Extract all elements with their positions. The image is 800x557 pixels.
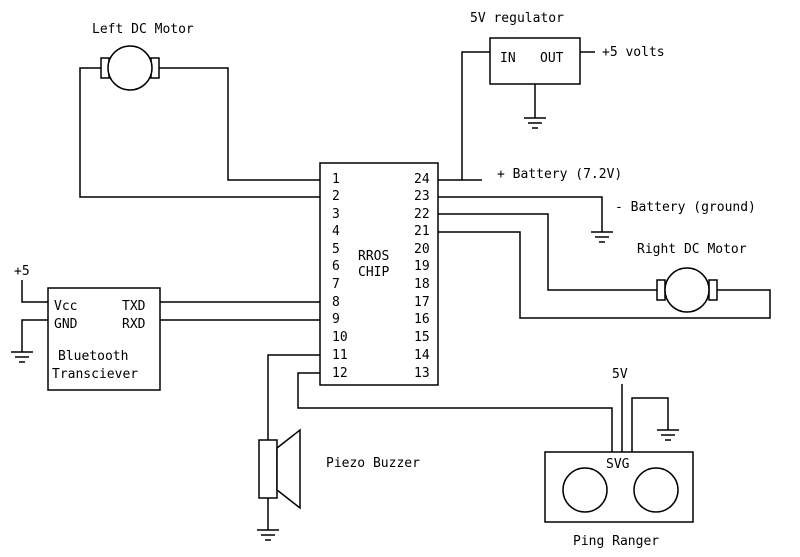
ping-transducer-left-icon xyxy=(562,467,608,513)
pin-9: 9 xyxy=(332,312,340,327)
pin-5: 5 xyxy=(332,242,340,257)
right-motor-label: Right DC Motor xyxy=(637,242,747,257)
pin-2: 2 xyxy=(332,189,340,204)
pin-6: 6 xyxy=(332,259,340,274)
pin-11: 11 xyxy=(332,348,348,363)
bluetooth-module xyxy=(47,287,161,391)
plus5-volts-label: +5 volts xyxy=(602,45,665,60)
pin-3: 3 xyxy=(332,207,340,222)
bt-gnd-label: GND xyxy=(54,317,78,332)
plus5-label: +5 xyxy=(14,264,30,279)
bt-txd-label: TXD xyxy=(122,299,146,314)
bt-rxd-label: RXD xyxy=(122,317,146,332)
pin-13: 13 xyxy=(414,366,430,381)
bt-ground-icon xyxy=(11,351,33,363)
wire-pin22-right-motor xyxy=(438,213,657,291)
wire-left-motor-pin2 xyxy=(79,67,320,198)
left-motor-symbol xyxy=(100,45,160,91)
bt-vcc-label: Vcc xyxy=(54,299,77,314)
chip-right-pins: 24 23 22 21 20 19 18 17 16 15 14 13 xyxy=(414,172,430,381)
piezo-buzzer-label: Piezo Buzzer xyxy=(326,456,420,471)
pin-18: 18 xyxy=(414,277,430,292)
wire-plus5-vcc xyxy=(21,280,48,303)
pin-19: 19 xyxy=(414,259,430,274)
wire-bt-ground xyxy=(21,319,48,352)
pin-21: 21 xyxy=(414,224,430,239)
regulator-label: 5V regulator xyxy=(470,11,564,26)
pin-24: 24 xyxy=(414,172,430,187)
wire-regulator-in-pin24 xyxy=(438,51,490,181)
battery-neg-label: - Battery (ground) xyxy=(615,200,756,215)
chip-left-pins: 1 2 3 4 5 6 7 8 9 10 11 12 xyxy=(332,172,348,381)
chip-label-line1: RROS xyxy=(358,249,389,264)
ping-transducer-right-icon xyxy=(633,467,679,513)
pin-14: 14 xyxy=(414,348,430,363)
bt-label-line1: Bluetooth xyxy=(58,349,128,364)
wire-ping-ground xyxy=(631,397,669,452)
ping-ground-icon xyxy=(657,429,679,441)
pin-20: 20 xyxy=(414,242,430,257)
pin-22: 22 xyxy=(414,207,430,222)
wire-pin11-buzzer xyxy=(267,354,320,440)
pin-16: 16 xyxy=(414,312,430,327)
pin-12: 12 xyxy=(332,366,348,381)
ping-svg-label: SVG xyxy=(606,457,630,472)
wire-left-motor-pin1 xyxy=(159,67,320,181)
pin-7: 7 xyxy=(332,277,340,292)
pin-1: 1 xyxy=(332,172,340,187)
pin-8: 8 xyxy=(332,295,340,310)
battery-ground-icon xyxy=(591,231,613,243)
rros-chip xyxy=(319,162,439,386)
ping-ranger-label: Ping Ranger xyxy=(573,534,659,549)
fivev-label: 5V xyxy=(612,367,628,382)
pin-4: 4 xyxy=(332,224,340,239)
wire-pin12-signal xyxy=(297,372,613,452)
regulator-ground-icon xyxy=(524,117,546,129)
bt-label-line2: Transciever xyxy=(52,367,138,382)
left-motor-label: Left DC Motor xyxy=(92,22,194,37)
pin-15: 15 xyxy=(414,330,430,345)
regulator-in-label: IN xyxy=(500,51,516,66)
piezo-buzzer-icon xyxy=(258,428,301,510)
buzzer-ground-icon xyxy=(257,529,279,541)
regulator-box xyxy=(489,37,581,85)
right-motor-symbol xyxy=(656,267,718,313)
battery-pos-label: + Battery (7.2V) xyxy=(497,167,622,182)
pin-17: 17 xyxy=(414,295,430,310)
pin-23: 23 xyxy=(414,189,430,204)
pin-10: 10 xyxy=(332,330,348,345)
wire-pin23-ground xyxy=(438,196,603,232)
regulator-out-label: OUT xyxy=(540,51,564,66)
wire-pin21-right-motor xyxy=(438,231,771,319)
chip-label-line2: CHIP xyxy=(358,265,389,280)
